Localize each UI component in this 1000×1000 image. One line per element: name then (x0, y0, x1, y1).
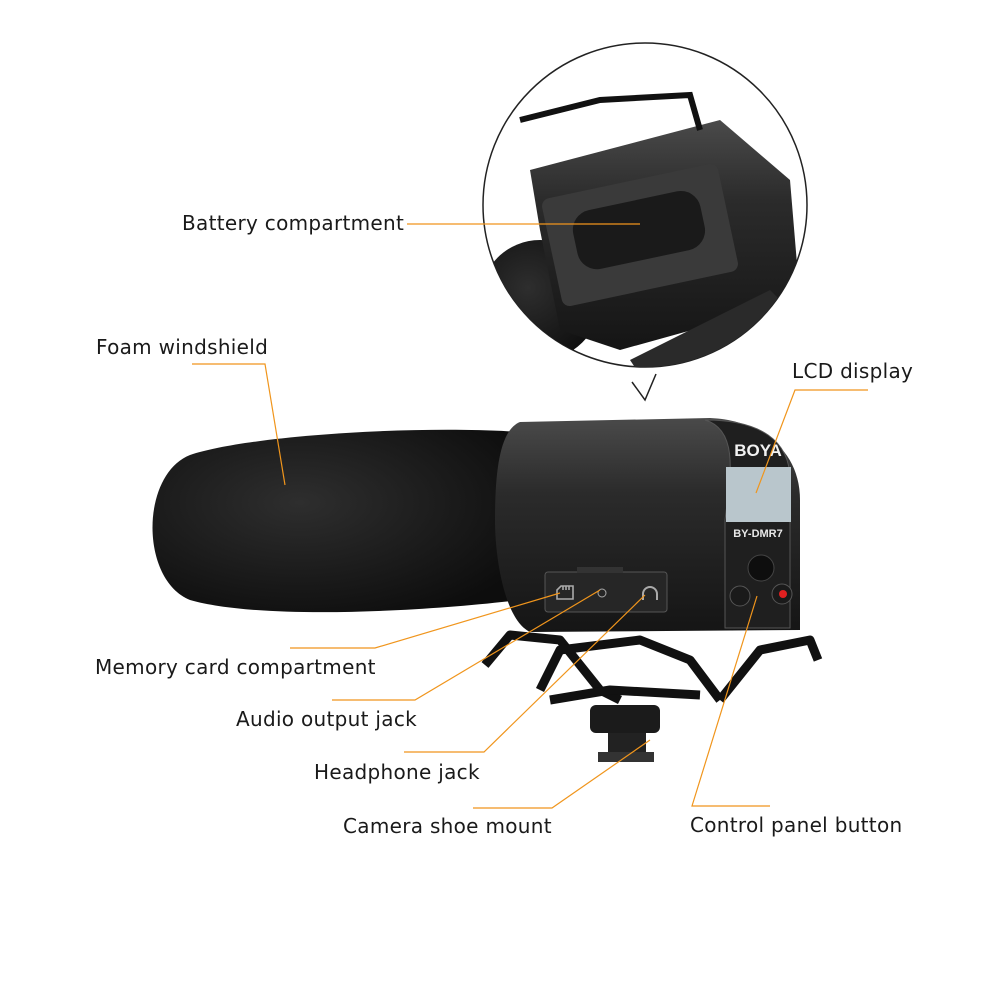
label-control-panel: Control panel button (690, 813, 903, 837)
label-battery-compartment: Battery compartment (182, 211, 405, 235)
leader-line-foam (192, 363, 286, 486)
label-lcd-display: LCD display (792, 359, 914, 383)
label-headphone-jack: Headphone jack (314, 760, 480, 784)
leader-line-lcd (755, 389, 868, 494)
foam-windshield (152, 429, 520, 613)
leader-line-headphone (404, 594, 646, 753)
leader-line-audio-output (332, 589, 601, 701)
label-memory-card: Memory card compartment (95, 655, 376, 679)
shock-mount (481, 630, 823, 705)
power-button (729, 585, 751, 607)
leader-line-control (691, 595, 770, 807)
control-knob (747, 554, 775, 582)
sd-card-icon (556, 585, 574, 600)
port-cover-tab (577, 567, 623, 573)
leader-line-memory (290, 592, 561, 649)
record-dot-icon (779, 590, 787, 598)
headphone-icon (642, 586, 658, 600)
label-foam-windshield: Foam windshield (96, 335, 269, 359)
label-audio-output: Audio output jack (236, 707, 418, 731)
battery-detail-callout (482, 42, 808, 402)
shoe-mount-stem (608, 733, 646, 753)
leader-line-shoe (473, 739, 651, 809)
audio-output-jack-icon (597, 588, 607, 598)
model-label: BY-DMR7 (733, 528, 783, 540)
leader-lines (192, 223, 868, 809)
lcd-screen (726, 467, 791, 522)
shoe-mount-wheel (590, 705, 660, 733)
label-camera-shoe: Camera shoe mount (343, 814, 552, 838)
